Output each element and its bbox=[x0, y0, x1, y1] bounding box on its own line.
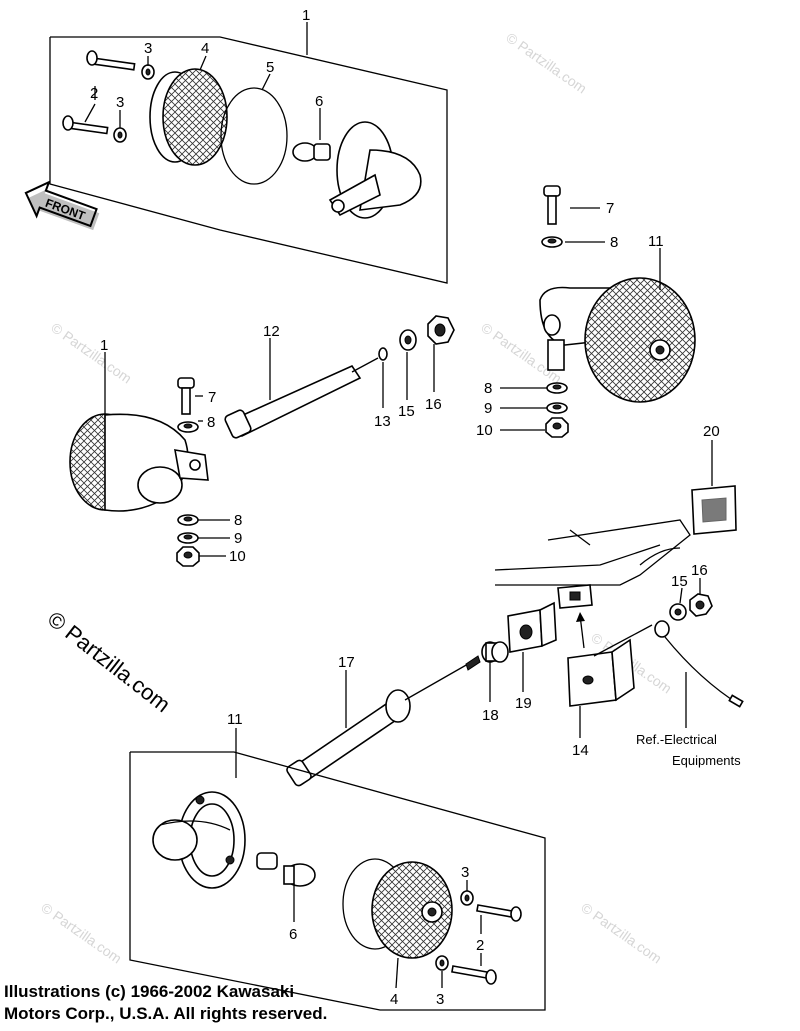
callout-3: 3 bbox=[116, 94, 124, 111]
rubber-grommet-20 bbox=[691, 485, 737, 535]
nut-10-right bbox=[545, 417, 569, 438]
callout-4: 4 bbox=[390, 991, 398, 1008]
bulb-6-top bbox=[292, 142, 331, 162]
callout-2: 2 bbox=[90, 85, 98, 102]
screw-2-top bbox=[86, 50, 136, 71]
front-turn-signal-assembly-frame bbox=[49, 36, 448, 284]
washer-15-right bbox=[669, 603, 687, 621]
clamp-14 bbox=[567, 638, 635, 707]
frame-bracket bbox=[494, 519, 691, 586]
rear-turn-signal-assembly-frame bbox=[129, 751, 546, 1011]
lens-4-top bbox=[149, 68, 228, 166]
bolt-7-mid bbox=[177, 377, 195, 415]
reference-label-line2: Equipments bbox=[672, 753, 741, 768]
callout-7: 7 bbox=[606, 200, 614, 217]
washer-15-mid bbox=[399, 329, 417, 351]
callout-3: 3 bbox=[144, 40, 152, 57]
front-arrow-icon: FRONT bbox=[24, 180, 100, 231]
lockwasher-9-mid bbox=[177, 532, 199, 544]
washer-8-mid-top bbox=[177, 421, 199, 433]
callout-11: 11 bbox=[227, 711, 243, 728]
callout-7: 7 bbox=[208, 389, 216, 406]
housing-1-mid bbox=[69, 413, 209, 512]
housing-1-top bbox=[328, 121, 422, 219]
lens-4-lower bbox=[342, 858, 453, 959]
copyright-line2: Motors Corp., U.S.A. All rights reserved… bbox=[4, 1004, 328, 1023]
washer-8-right-top bbox=[541, 236, 563, 248]
rod-17 bbox=[286, 655, 481, 787]
callout-5: 5 bbox=[266, 59, 274, 76]
callout-17: 17 bbox=[338, 654, 355, 671]
callout-19: 19 bbox=[515, 695, 532, 712]
washer-3-lower-b bbox=[435, 955, 449, 971]
collar-18 bbox=[481, 641, 509, 663]
lockwasher-9-right bbox=[546, 402, 568, 414]
callout-8: 8 bbox=[234, 512, 242, 529]
callout-11: 11 bbox=[648, 233, 664, 250]
callout-1: 1 bbox=[302, 7, 310, 24]
callout-10: 10 bbox=[229, 548, 246, 565]
nut-10-mid bbox=[176, 546, 200, 567]
callout-15: 15 bbox=[398, 403, 415, 420]
callout-numbers: 1 3 4 5 2 3 6 7 8 11 12 1 7 8 8 9 10 13 … bbox=[90, 7, 741, 1008]
washer-8-right bbox=[546, 382, 568, 394]
callout-1: 1 bbox=[100, 337, 108, 354]
callout-13: 13 bbox=[374, 413, 391, 430]
washer-3-lower bbox=[113, 127, 127, 143]
watermark-text: © Partzilla.com bbox=[503, 29, 589, 96]
callout-9: 9 bbox=[234, 530, 242, 547]
leader-lines bbox=[84, 22, 713, 989]
callout-2: 2 bbox=[476, 937, 484, 954]
screw-2-lower bbox=[62, 115, 109, 135]
socket-6-lower bbox=[256, 852, 316, 887]
callout-6: 6 bbox=[315, 93, 323, 110]
callout-8: 8 bbox=[610, 234, 618, 251]
nut-16-right bbox=[689, 593, 713, 617]
callout-12: 12 bbox=[263, 323, 280, 340]
watermark-text: © Partzilla.com bbox=[578, 899, 664, 966]
callout-9: 9 bbox=[484, 400, 492, 417]
housing-11-upper bbox=[539, 277, 696, 403]
callout-6: 6 bbox=[289, 926, 297, 943]
washer-3-top bbox=[141, 64, 155, 80]
copyright-notice: Illustrations (c) 1966-2002 Kawasaki Mot… bbox=[4, 981, 327, 1025]
reference-label-line1: Ref.-Electrical bbox=[636, 732, 717, 747]
nut-16-mid bbox=[427, 315, 455, 345]
callout-8: 8 bbox=[484, 380, 492, 397]
callout-8: 8 bbox=[207, 414, 215, 431]
housing-11-lower bbox=[152, 791, 246, 889]
watermark-text: © Partzilla.com bbox=[48, 319, 134, 386]
gasket-5 bbox=[220, 87, 288, 185]
rubber-cushion-19 bbox=[507, 601, 557, 653]
copyright-line1: Illustrations (c) 1966-2002 Kawasaki bbox=[4, 982, 295, 1001]
ground-lead bbox=[654, 620, 744, 708]
callout-14: 14 bbox=[572, 742, 589, 759]
callout-4: 4 bbox=[201, 40, 209, 57]
callout-16: 16 bbox=[691, 562, 708, 579]
callout-20: 20 bbox=[703, 423, 720, 440]
rod-12 bbox=[224, 357, 379, 439]
leader-arrows-bracket bbox=[576, 612, 653, 657]
callout-18: 18 bbox=[482, 707, 499, 724]
callout-15: 15 bbox=[671, 573, 688, 590]
screw-2-lower-b bbox=[451, 965, 497, 985]
washer-3-lower-a bbox=[460, 890, 474, 906]
callout-3: 3 bbox=[436, 991, 444, 1008]
callout-10: 10 bbox=[476, 422, 493, 439]
washer-13 bbox=[378, 347, 388, 361]
callout-16: 16 bbox=[425, 396, 442, 413]
bolt-7-right bbox=[543, 185, 561, 225]
main-watermark: © Partzilla.com bbox=[43, 606, 175, 717]
bracket-tab bbox=[557, 584, 593, 609]
watermark-text: © Partzilla.com bbox=[38, 899, 124, 966]
washer-8-mid bbox=[177, 514, 199, 526]
callout-3: 3 bbox=[461, 864, 469, 881]
screw-2-lower-a bbox=[476, 904, 522, 922]
